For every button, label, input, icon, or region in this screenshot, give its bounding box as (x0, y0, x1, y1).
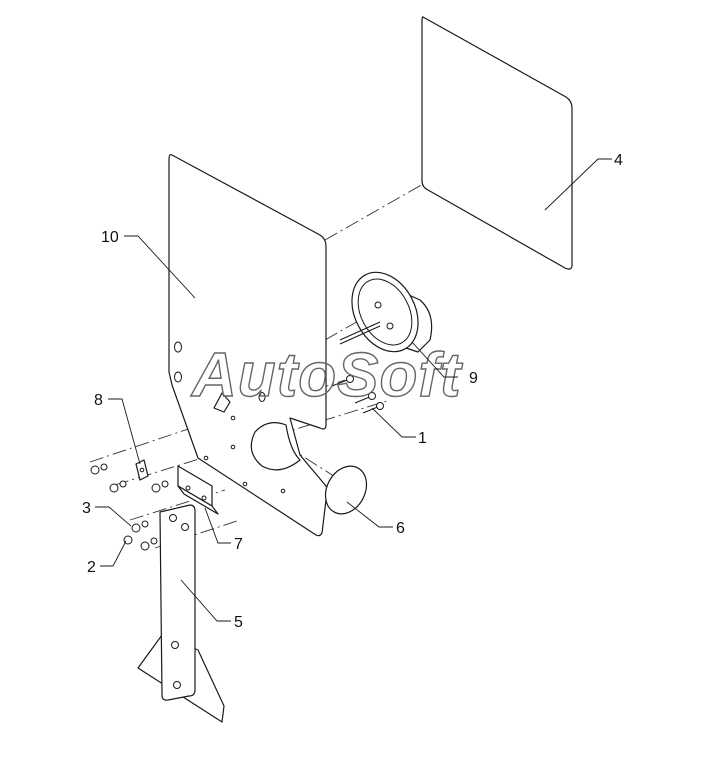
callout-leaders (95, 158, 612, 622)
axis-line (324, 319, 361, 341)
screws-part-1 (331, 375, 384, 414)
leader-8 (108, 398, 141, 465)
plate-hole (280, 488, 286, 494)
callout-6: 6 (396, 520, 405, 537)
support-bar (159, 504, 196, 701)
leader-7 (204, 507, 231, 544)
plate-hole (230, 444, 236, 450)
plate-hole (242, 481, 248, 487)
watermark-text: AutoSoft (190, 341, 463, 410)
support-hole (181, 523, 189, 531)
leader-5 (180, 579, 231, 622)
plate-hole (174, 371, 182, 383)
callout-2: 2 (87, 559, 96, 576)
lamp-body (351, 271, 419, 353)
callout-9: 9 (469, 370, 478, 387)
mount-disc (250, 422, 301, 471)
lamp-nut (374, 301, 382, 309)
plate-hole (203, 455, 209, 461)
callout-8: 8 (94, 392, 103, 409)
axis-line (324, 139, 501, 241)
lamp-rim (357, 278, 413, 346)
support-hole (173, 681, 181, 689)
support-hole (169, 514, 177, 522)
washer (119, 480, 127, 488)
leader-9 (411, 341, 458, 378)
nut (151, 483, 161, 493)
support-hole (171, 641, 179, 649)
leader-3 (95, 506, 132, 527)
reflector-part-6 (324, 465, 368, 515)
nut (140, 541, 150, 551)
callout-labels: 4 10 9 1 8 6 7 3 2 5 (82, 152, 623, 631)
nut (90, 465, 100, 475)
lamp-stud (339, 325, 381, 345)
plate-hole (258, 392, 266, 402)
plate-hole (230, 415, 236, 421)
callout-4: 4 (614, 152, 623, 169)
washer (150, 537, 158, 545)
screw-head (376, 402, 384, 410)
nut (109, 483, 119, 493)
bracket-plate-flange (177, 485, 219, 515)
plate-hole (174, 341, 182, 353)
leader-6 (346, 501, 393, 528)
lamp-part-9 (339, 271, 433, 353)
cover-sheet-part-4 (421, 16, 573, 270)
callout-7: 7 (234, 536, 243, 553)
leader-1 (371, 407, 416, 438)
screw-head (346, 375, 354, 383)
support-arm-part-5 (137, 504, 225, 723)
lamp-stud (339, 321, 381, 341)
callout-3: 3 (82, 500, 91, 517)
callout-10: 10 (101, 229, 119, 246)
nut-part-2 (123, 535, 133, 545)
axis-line (154, 519, 241, 549)
bracket-plate-hole (185, 485, 191, 491)
callout-5: 5 (234, 614, 243, 631)
bracket-hole (139, 467, 145, 473)
bracket-plate-hole (201, 495, 207, 501)
leader-10 (124, 235, 196, 299)
screw-head (368, 392, 376, 400)
washer (141, 520, 149, 528)
nut-part-3 (131, 523, 141, 533)
lamp-nut (386, 322, 394, 330)
plate-tab (213, 392, 231, 413)
leader-2 (100, 540, 127, 567)
leader-4 (544, 158, 612, 211)
washer (100, 463, 108, 471)
washer (161, 480, 169, 488)
callout-1: 1 (418, 430, 427, 447)
nuts-washers (90, 463, 169, 551)
